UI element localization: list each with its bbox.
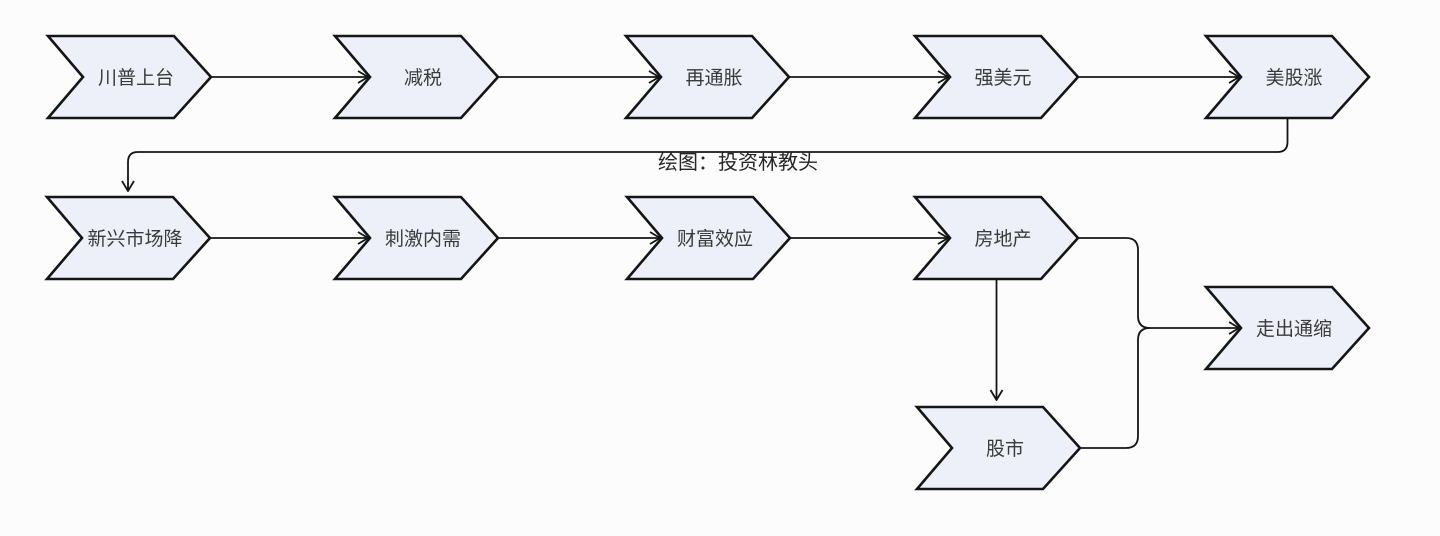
- node-label: 川普上台: [98, 67, 174, 89]
- chevron-shape: [332, 195, 500, 281]
- node-stock-market: 股市: [914, 405, 1082, 491]
- node-label: 刺激内需: [385, 228, 461, 250]
- node-label: 房地产: [974, 228, 1031, 250]
- node-reflation: 再通胀: [623, 34, 791, 120]
- node-label: 强美元: [974, 67, 1031, 89]
- node-tax-cuts: 减税: [332, 34, 500, 120]
- node-wealth-effect: 财富效应: [624, 195, 792, 281]
- node-us-stocks-rise: 美股涨: [1203, 34, 1371, 120]
- node-label: 走出通缩: [1256, 318, 1332, 340]
- chevron-shape: [912, 195, 1080, 281]
- node-emerging-markets-fall: 新兴市场降: [44, 195, 212, 281]
- node-label: 再通胀: [685, 67, 742, 89]
- chevron-shape: [624, 195, 792, 281]
- chevron-shape: [45, 34, 213, 120]
- node-strong-dollar: 强美元: [912, 34, 1080, 120]
- diagram-caption: 绘图：投资林教头: [658, 151, 818, 174]
- node-label: 减税: [404, 67, 442, 89]
- chevron-shape: [44, 195, 212, 281]
- node-label: 财富效应: [677, 228, 753, 250]
- chevron-shape: [623, 34, 791, 120]
- chevron-shape: [914, 405, 1082, 491]
- node-label: 美股涨: [1265, 67, 1322, 89]
- edge-realestate-to-junction: [1078, 237, 1151, 329]
- edge-usstocks-to-emergingmarkets: [128, 118, 1289, 191]
- node-label: 新兴市场降: [87, 228, 182, 250]
- node-label: 股市: [986, 438, 1024, 460]
- node-exit-deflation: 走出通缩: [1203, 285, 1371, 371]
- edge-stockmarket-to-junction: [1078, 327, 1151, 449]
- node-stimulate-domestic-demand: 刺激内需: [332, 195, 500, 281]
- chevron-shape: [1203, 34, 1371, 120]
- chevron-shape: [332, 34, 500, 120]
- node-real-estate: 房地产: [912, 195, 1080, 281]
- chevron-shape: [912, 34, 1080, 120]
- node-trump-takes-office: 川普上台: [45, 34, 213, 120]
- chevron-shape: [1203, 285, 1371, 371]
